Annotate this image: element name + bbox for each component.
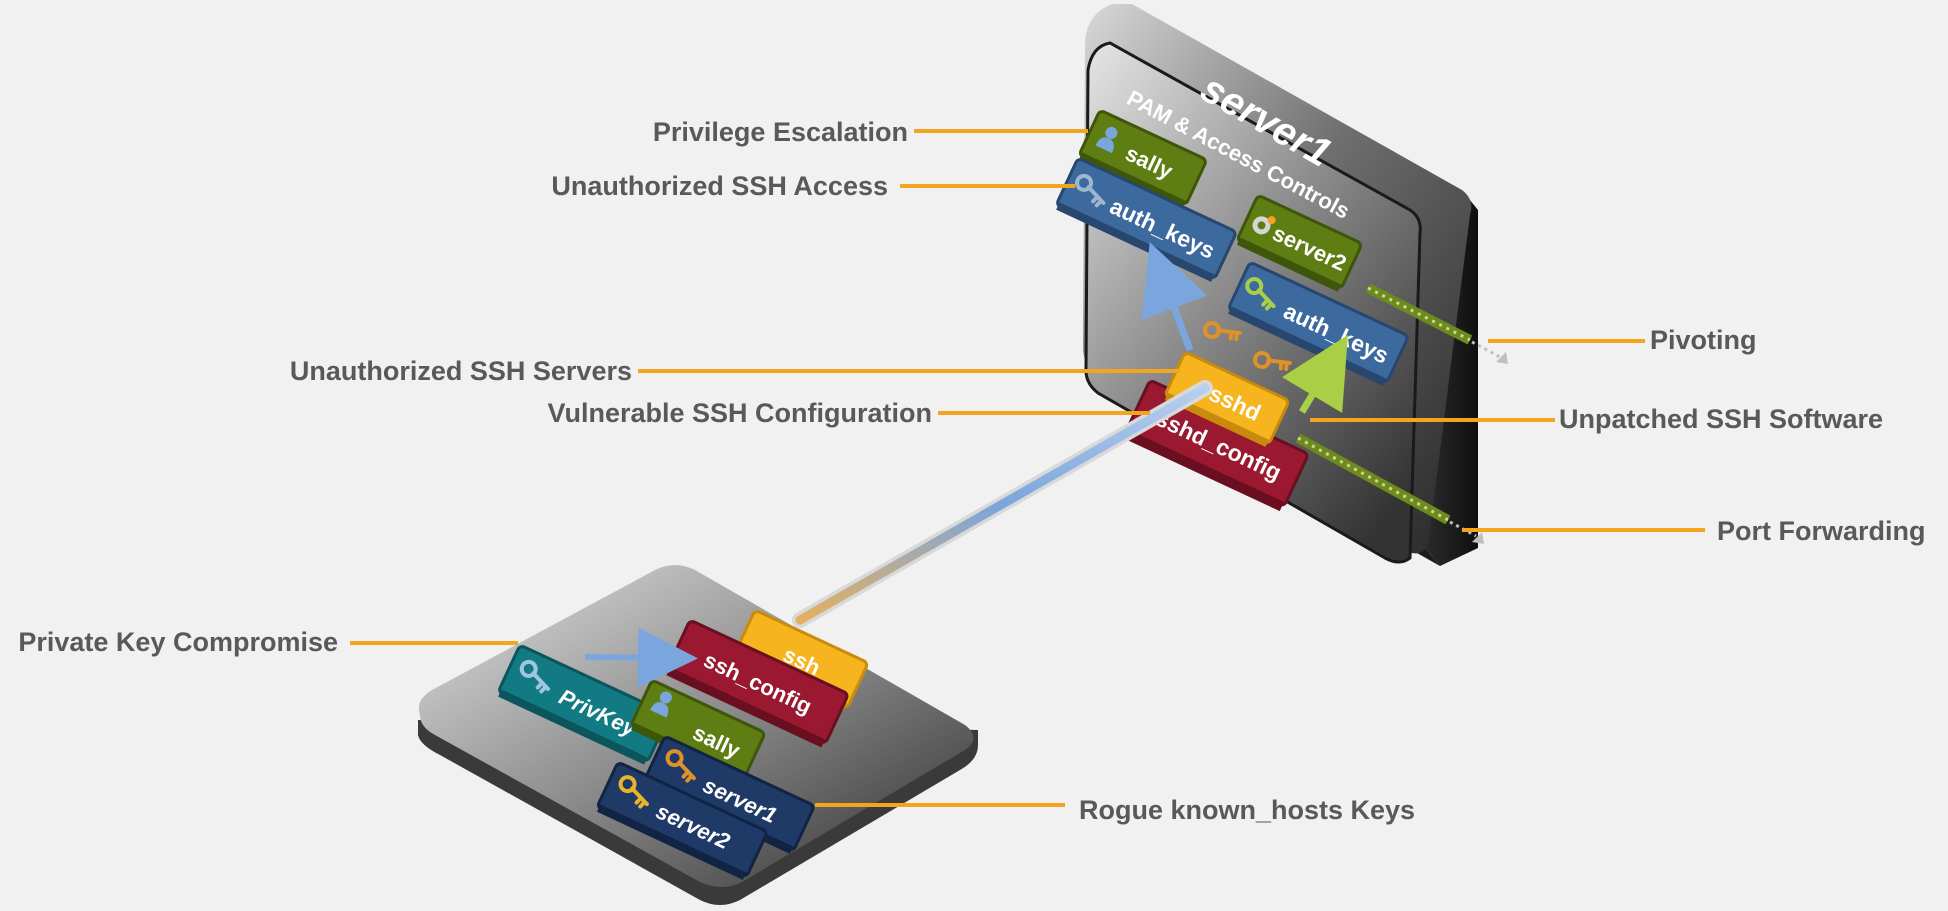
label-unpatched-ssh-software: Unpatched SSH Software bbox=[1559, 404, 1883, 434]
arrow-icon bbox=[1141, 242, 1208, 352]
arrow-icon bbox=[1282, 334, 1348, 414]
client-privkey-chip: PrivKey bbox=[498, 645, 670, 765]
pivot-tunnel bbox=[1365, 283, 1508, 364]
label-port-forwarding: Port Forwarding bbox=[1717, 516, 1926, 546]
label-vulnerable-ssh-configuration: Vulnerable SSH Configuration bbox=[547, 398, 932, 428]
label-unauthorized-ssh-access: Unauthorized SSH Access bbox=[551, 171, 888, 201]
label-unauthorized-ssh-servers: Unauthorized SSH Servers bbox=[290, 356, 632, 386]
callout-lines bbox=[350, 129, 1705, 807]
label-privilege-escalation: Privilege Escalation bbox=[653, 117, 908, 147]
arrow-icon bbox=[584, 627, 698, 688]
server-sshd-chip: sshd bbox=[1164, 352, 1290, 447]
gear-icon bbox=[1252, 216, 1276, 235]
ssh-connection-tube bbox=[792, 380, 1213, 628]
label-rogue-known-hosts-keys: Rogue known_hosts Keys bbox=[1079, 795, 1415, 825]
server-sally-chip: sally bbox=[1078, 110, 1207, 208]
label-pivoting: Pivoting bbox=[1650, 325, 1757, 355]
client-server2-chip: server2 bbox=[596, 762, 768, 880]
label-private-key-compromise: Private Key Compromise bbox=[18, 627, 338, 657]
